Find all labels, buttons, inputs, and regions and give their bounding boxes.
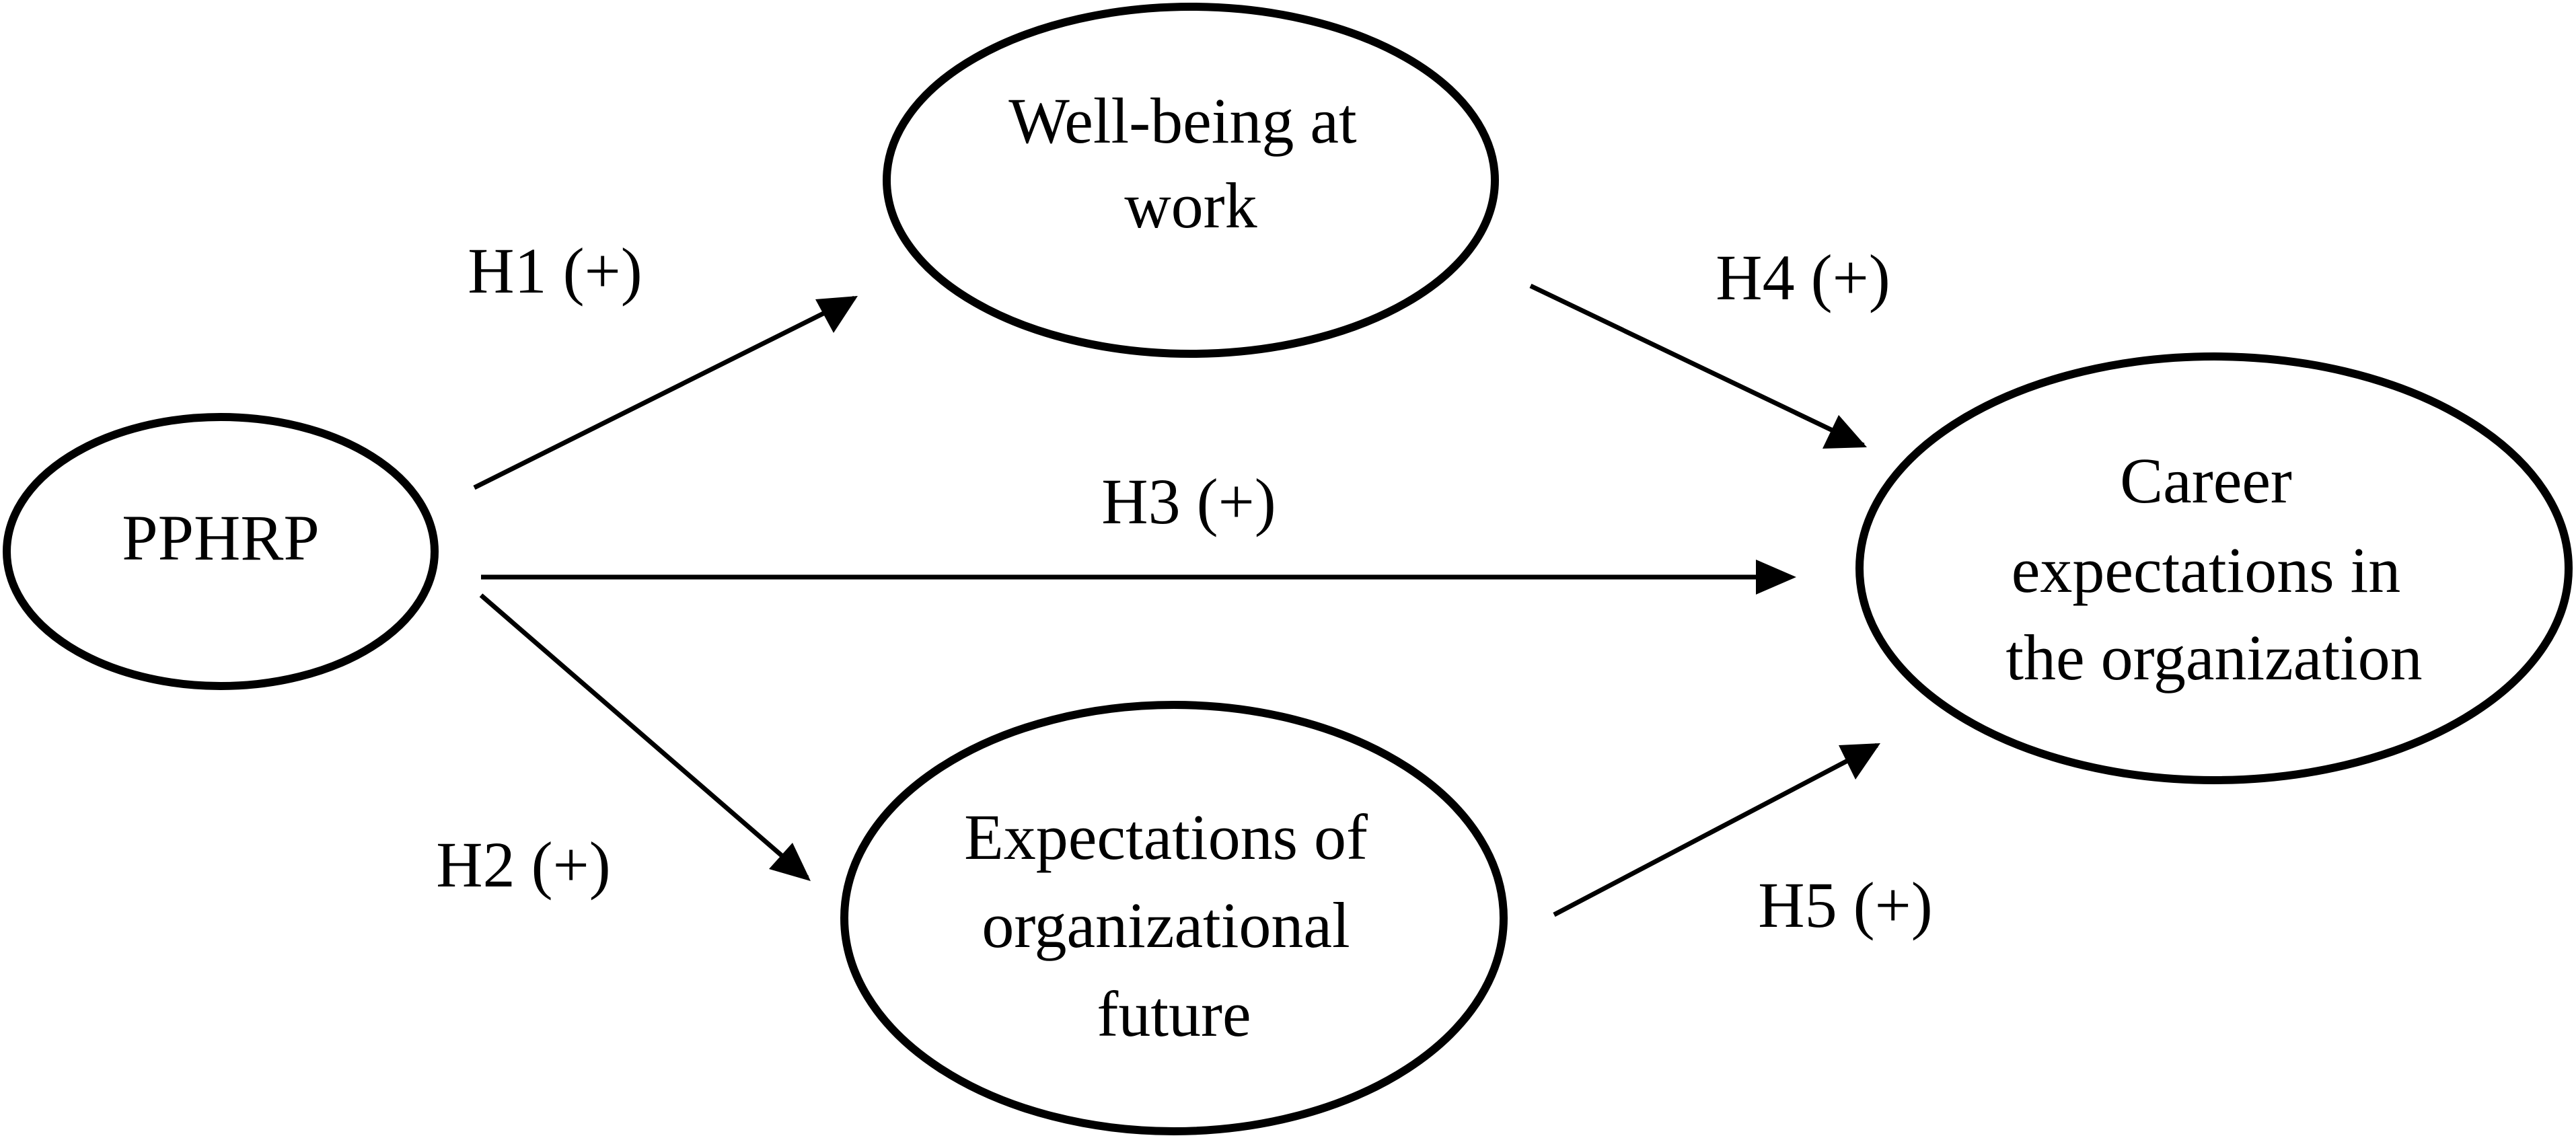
node-wellbeing-ellipse: [883, 3, 1499, 358]
edge-label-h2: H2 (+): [436, 829, 610, 901]
node-career-line-3: the organization: [2005, 621, 2422, 693]
node-wellbeing: Well-being at work: [883, 3, 1499, 358]
edge-h1-arrow: [473, 295, 856, 490]
node-future-label: Expectations of organizational future: [964, 801, 1384, 1050]
edge-h5-arrow: [1553, 743, 1878, 917]
edge-h2-arrowhead: [769, 843, 811, 881]
edge-label-h4: H4 (+): [1716, 241, 1890, 313]
edge-h1: [473, 295, 858, 490]
node-wellbeing-line-1: Well-being at: [1008, 85, 1357, 157]
edge-h5: [1553, 743, 1880, 917]
edge-h1-arrowhead: [815, 296, 858, 333]
node-career-line-2: expectations in: [2012, 534, 2400, 606]
node-future-ellipse: [840, 701, 1508, 1135]
edge-h4-arrowhead: [1823, 415, 1867, 449]
node-future-line-2: organizational: [982, 889, 1350, 961]
node-future-line-3: future: [1097, 978, 1251, 1050]
node-wellbeing-label: Well-being at work: [1008, 85, 1372, 241]
node-pphrp-ellipse: [3, 413, 439, 690]
node-pphrp-line-1: PPHRP: [122, 502, 320, 574]
edge-h3-arrowhead: [1756, 560, 1796, 595]
edge-h2-arrow: [479, 593, 809, 880]
node-future-line-1: Expectations of: [964, 801, 1368, 873]
edge-label-h5: H5 (+): [1758, 869, 1932, 941]
edge-h4-arrow: [1529, 283, 1865, 448]
edge-h2: [479, 593, 811, 881]
edge-h5-arrowhead: [1839, 743, 1880, 780]
node-wellbeing-line-2: work: [1124, 169, 1257, 241]
node-pphrp: PPHRP: [3, 413, 439, 690]
node-career-label: Career expectations in the organization: [2005, 445, 2422, 693]
node-future: Expectations of organizational future: [840, 701, 1508, 1135]
edge-label-h3: H3 (+): [1101, 465, 1276, 537]
node-career-ellipse: [1855, 352, 2573, 784]
node-pphrp-label: PPHRP: [122, 502, 320, 574]
edge-h3: [481, 560, 1796, 595]
edge-h4: [1529, 283, 1867, 449]
node-career: Career expectations in the organization: [1855, 352, 2573, 784]
edge-label-h1: H1 (+): [468, 235, 642, 307]
node-career-line-1: Career: [2120, 445, 2292, 517]
